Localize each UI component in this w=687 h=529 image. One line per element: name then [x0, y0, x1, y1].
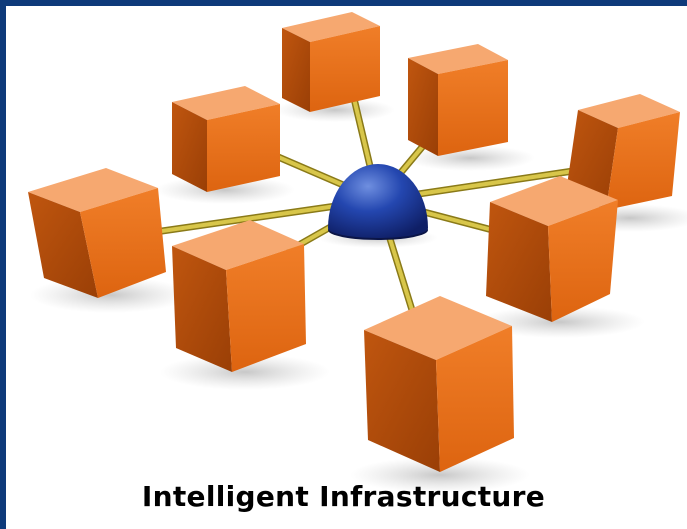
- cube-8: [364, 296, 514, 472]
- cube-6: [486, 176, 618, 322]
- cube-5: [28, 168, 166, 298]
- cube-7: [172, 220, 306, 372]
- cube-3: [172, 86, 280, 192]
- cube-1: [282, 12, 380, 112]
- diagram-caption: Intelligent Infrastructure: [141, 480, 546, 513]
- hub-sphere: [328, 164, 428, 240]
- cube-2: [408, 44, 508, 156]
